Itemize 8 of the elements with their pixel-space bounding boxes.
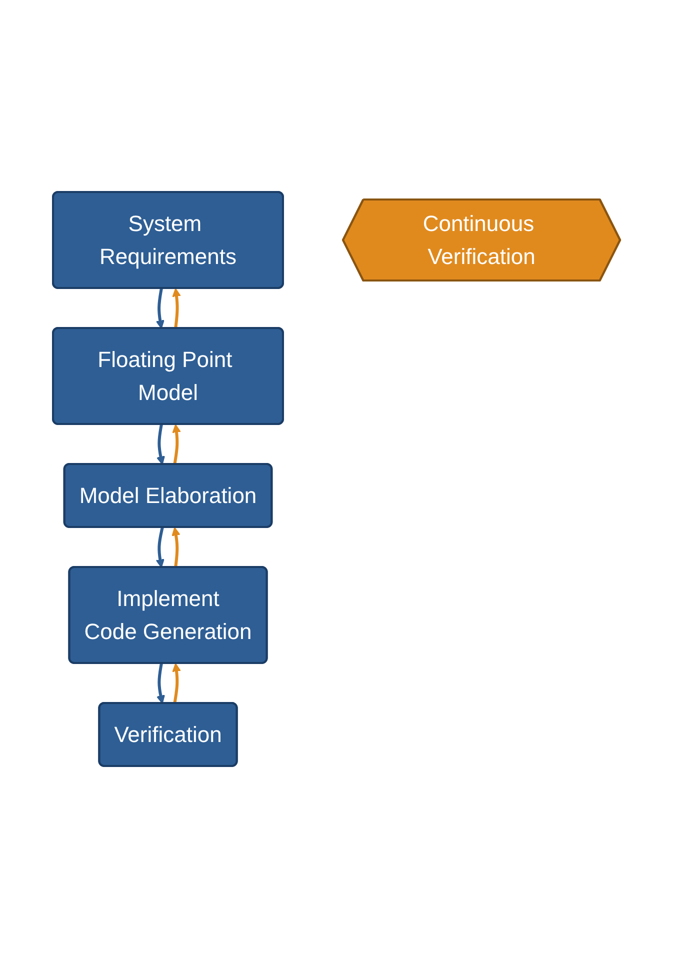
arrow xyxy=(156,288,165,329)
arrow xyxy=(156,663,166,704)
arrow xyxy=(172,663,182,704)
arrow xyxy=(172,288,182,329)
arrow xyxy=(172,424,182,465)
arrow xyxy=(156,527,165,568)
arrow xyxy=(172,527,181,568)
arrow xyxy=(156,424,166,465)
